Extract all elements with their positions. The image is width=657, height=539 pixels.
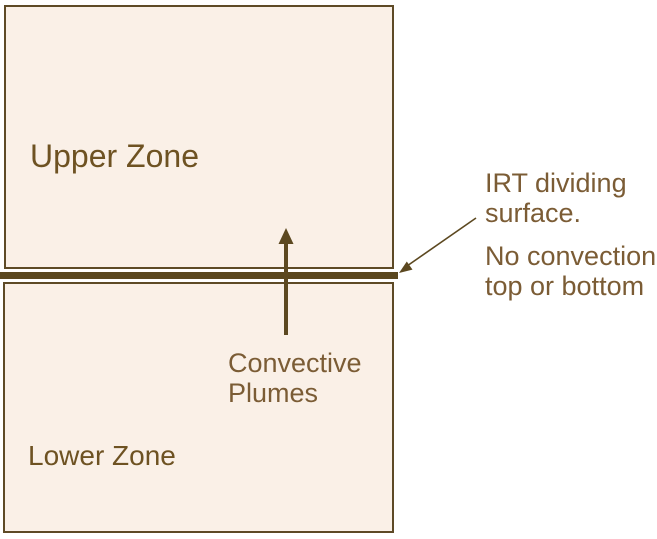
lower-zone-label: Lower Zone bbox=[28, 440, 176, 471]
upper-zone-box: Upper Zone bbox=[4, 5, 394, 269]
no-convection-label: No convection top or bottom bbox=[485, 241, 657, 301]
irt-dividing-surface-line bbox=[0, 272, 398, 279]
upper-zone-label: Upper Zone bbox=[30, 138, 199, 174]
irt-annotation-arrow bbox=[399, 217, 477, 273]
lower-zone-box: Lower Zone bbox=[3, 282, 394, 533]
convective-plumes-label: Convective Plumes bbox=[228, 348, 362, 408]
irt-dividing-surface-label: IRT dividing surface. bbox=[485, 168, 627, 228]
